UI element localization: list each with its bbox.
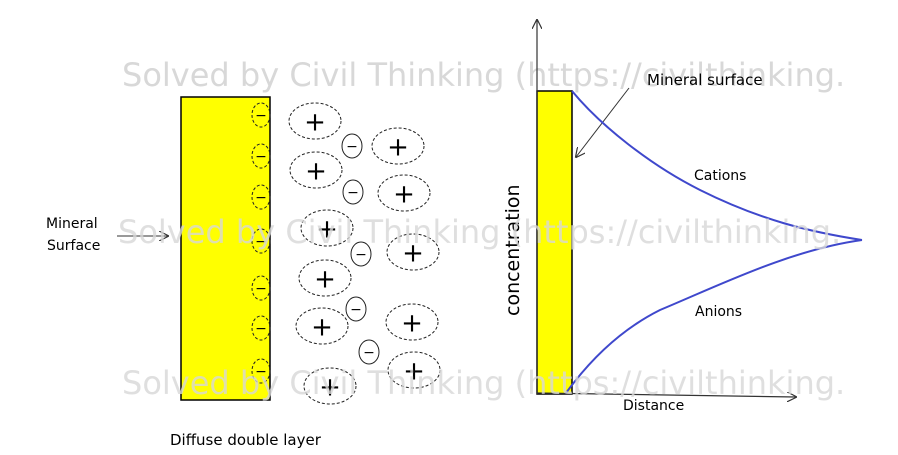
cation-ion-sign: +	[403, 356, 425, 386]
surface-charge-sign: −	[255, 108, 267, 124]
cation-ion-sign: +	[305, 156, 327, 186]
mineral-label-line2: Surface	[47, 238, 100, 254]
surface-charge-ring	[251, 102, 271, 128]
surface-charge-group: − − − − − − −	[251, 102, 271, 384]
surface-charge-ring	[251, 275, 271, 301]
surface-charge: −	[251, 315, 271, 341]
surface-charge: −	[251, 275, 271, 301]
cation-ion: +	[387, 351, 441, 389]
surface-label: Mineral surface	[647, 71, 763, 89]
anion-ion: −	[342, 179, 364, 205]
cation-ion-sign: +	[319, 372, 341, 402]
surface-charge: −	[251, 102, 271, 128]
surface-charge-ring	[251, 358, 271, 384]
left-caption: Diffuse double layer	[170, 431, 322, 449]
surface-charge: −	[251, 358, 271, 384]
surface-charge-ring	[251, 143, 271, 169]
anion-ion-ring	[350, 241, 372, 267]
right-graph: concentration Distance Mineral surface C…	[502, 20, 863, 414]
cation-ion-ring	[295, 307, 349, 345]
cation-ion-ring	[371, 127, 425, 165]
anion-ion: −	[358, 339, 380, 365]
cation-ion-ring	[300, 209, 354, 247]
cation-ion: +	[300, 209, 354, 247]
anion-ion: −	[345, 296, 367, 322]
cation-ion-ring	[288, 102, 342, 140]
mineral-label-line1: Mineral	[46, 216, 98, 232]
cations-label: Cations	[694, 168, 746, 184]
cation-ion-sign: +	[401, 308, 423, 338]
watermark-top: Solved by Civil Thinking (https://civilt…	[122, 56, 845, 94]
cation-ion-sign: +	[314, 264, 336, 294]
anion-ion-sign: −	[363, 345, 375, 361]
cation-ion-sign: +	[402, 238, 424, 268]
cation-ion: +	[303, 367, 357, 405]
anion-ion-sign: −	[355, 247, 367, 263]
anions-label: Anions	[695, 304, 742, 320]
surface-charge-sign: −	[255, 321, 267, 337]
surface-charge: −	[251, 228, 271, 254]
surface-charge: −	[251, 184, 271, 210]
anion-ion-sign: −	[350, 302, 362, 318]
cation-ion: +	[288, 102, 342, 140]
cation-ion-sign: +	[304, 107, 326, 137]
anion-ion: −	[341, 133, 363, 159]
cation-ion: +	[298, 259, 352, 297]
anion-ion-ring	[345, 296, 367, 322]
left-diagram: Mineral Surface −−−−−−− +++++++++++−−−−−…	[46, 96, 441, 449]
cation-ion: +	[386, 233, 440, 271]
watermark-bottom: Solved by Civil Thinking (https://civilt…	[122, 364, 845, 402]
x-axis-label: Distance	[623, 398, 684, 414]
watermark-middle: Solved by Civil Thinking (https://civilt…	[118, 213, 841, 251]
cation-ion-ring	[289, 151, 343, 189]
y-axis-label: concentration	[502, 184, 524, 316]
anion-ion-ring	[342, 179, 364, 205]
surface-charge-sign: −	[255, 281, 267, 297]
anion-ion-ring	[358, 339, 380, 365]
cation-ion-ring	[385, 303, 439, 341]
anion-ion: −	[350, 241, 372, 267]
cation-ion: +	[371, 127, 425, 165]
anions-curve	[565, 239, 863, 394]
cation-ion: +	[377, 174, 431, 212]
surface-charge-sign: −	[255, 190, 267, 206]
surface-charge-sign: −	[255, 234, 267, 250]
cation-ion-ring	[303, 367, 357, 405]
cation-ion-sign: +	[316, 214, 338, 244]
cation-ion-ring	[387, 351, 441, 389]
surface-charge-ring	[251, 228, 271, 254]
anion-ion-ring	[341, 133, 363, 159]
surface-charge-sign: −	[255, 364, 267, 380]
ion-group: +++++++++++−−−−−	[288, 102, 441, 405]
cation-ion-sign: +	[311, 312, 333, 342]
cation-ion-sign: +	[393, 179, 415, 209]
x-axis	[536, 393, 796, 397]
cation-ion-ring	[377, 174, 431, 212]
surface-charge-ring	[251, 184, 271, 210]
anion-ion-sign: −	[346, 139, 358, 155]
cation-ion: +	[385, 303, 439, 341]
surface-charge-ring	[251, 315, 271, 341]
cation-ion-ring	[298, 259, 352, 297]
cations-curve	[571, 90, 863, 241]
surface-charge-sign: −	[255, 149, 267, 165]
cation-ion-ring	[386, 233, 440, 271]
cation-ion: +	[295, 307, 349, 345]
cation-ion: +	[289, 151, 343, 189]
surface-charge: −	[251, 143, 271, 169]
anion-ion-sign: −	[347, 185, 359, 201]
cation-ion-sign: +	[387, 132, 409, 162]
